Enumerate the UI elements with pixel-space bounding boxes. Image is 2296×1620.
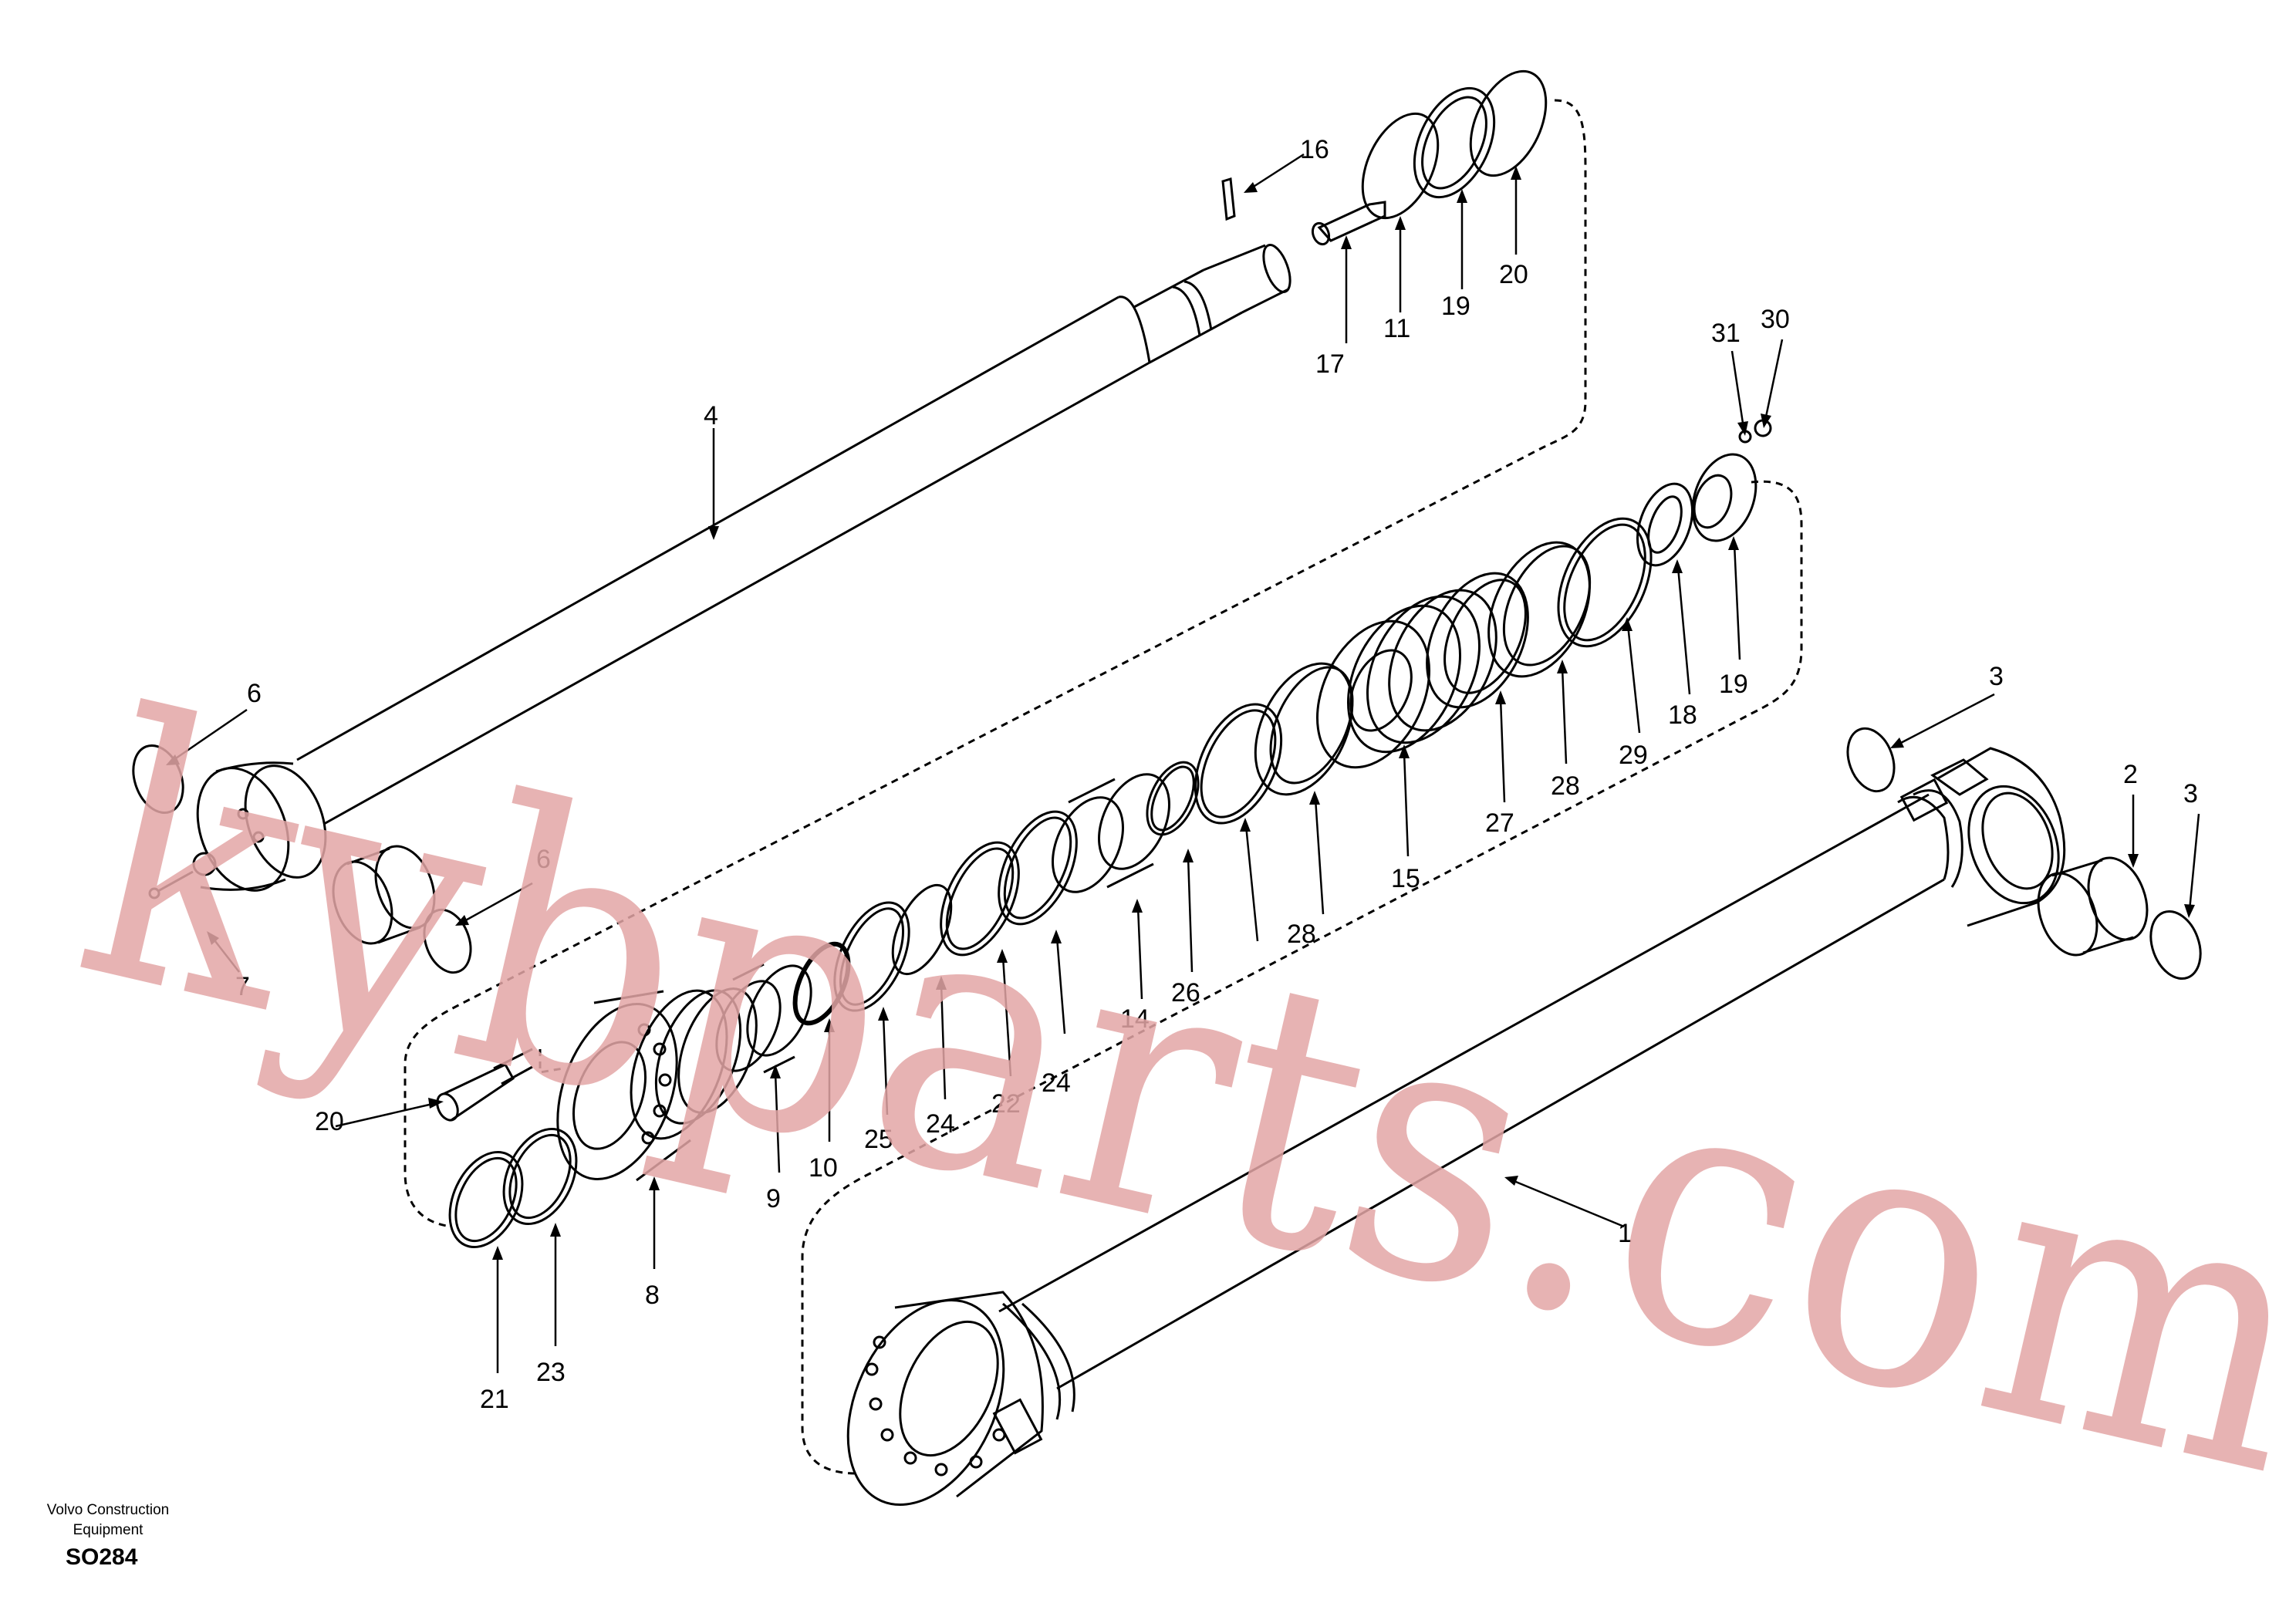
- drawing-code: SO284: [66, 1544, 138, 1570]
- rod-eye-bushing: [332, 845, 436, 945]
- part-label-15: 19: [1719, 670, 1748, 699]
- part-label-6-lower: 6: [536, 845, 551, 874]
- part-label-20: 20: [1499, 260, 1528, 289]
- company-line-2: Equipment: [73, 1522, 144, 1538]
- part-labels: 4 16 17 11 19 20 31 30 19 18 29 28 27 15…: [235, 135, 2198, 1414]
- ring-part-28-lower: [1254, 662, 1354, 796]
- part-label-4: 4: [704, 401, 718, 430]
- part-label-13: 15: [1391, 864, 1420, 893]
- ring-part-25: [833, 901, 910, 1012]
- part-label-3-right: 3: [2183, 779, 2198, 808]
- ring-part-3-right: [2149, 910, 2202, 980]
- ring-part-29: [1557, 517, 1653, 648]
- part-label-11: 11: [1383, 314, 1410, 343]
- part-label-21: 21: [480, 1385, 509, 1414]
- part-label-19: 19: [1441, 292, 1470, 321]
- assembly-guide-upper: [403, 99, 1587, 1228]
- nut-part-15: [1691, 453, 1757, 542]
- part-label-23: 22: [991, 1089, 1021, 1119]
- leader-lines: [173, 153, 2200, 1373]
- company-line-1: Volvo Construction: [46, 1502, 170, 1518]
- ring-part-27: [1426, 572, 1529, 709]
- ring-part-3-left: [1846, 727, 1896, 793]
- part-label-10: 10: [809, 1153, 838, 1183]
- ring-part-6-lower: [423, 908, 472, 974]
- part-label-2: 2: [2123, 760, 2138, 789]
- part-label-1: 1: [1618, 1219, 1633, 1248]
- ring-part-22: [502, 1127, 578, 1226]
- bolt-part-18: [436, 1048, 533, 1122]
- part-label-9: 9: [766, 1184, 781, 1213]
- ring-part-21: [448, 1150, 524, 1249]
- company-caption: Volvo Construction Equipment: [31, 1500, 185, 1541]
- washer-part-14-inner: [1647, 495, 1683, 554]
- part-label-14: 18: [1668, 700, 1697, 730]
- part-label-25: 25: [864, 1125, 893, 1154]
- part-label-24-b: 24: [926, 1109, 955, 1139]
- part-label-7: 7: [235, 972, 250, 1001]
- ring-part-11: [1361, 112, 1440, 220]
- part-label-26: 26: [1171, 978, 1200, 1007]
- part-label-28-lower: 28: [1287, 920, 1316, 949]
- part-label-12: 14: [1120, 1004, 1150, 1034]
- cylinder-tube-part-1: [846, 747, 2066, 1506]
- part-label-8: 8: [645, 1281, 660, 1310]
- piston-rod: [148, 244, 1292, 899]
- ring-part-6-upper: [132, 744, 184, 815]
- part-label-29: 29: [1619, 741, 1648, 770]
- part-label-18: 20: [315, 1107, 344, 1136]
- ring-part-23: [940, 841, 1020, 957]
- ring-part-19-inner: [1421, 96, 1487, 190]
- part-label-6-upper: 6: [247, 679, 262, 708]
- part-label-24-a: 24: [1042, 1068, 1071, 1098]
- part-label-27: 27: [1485, 808, 1514, 838]
- piston-part-13: [1315, 589, 1497, 769]
- pin-part-16: [1221, 177, 1236, 221]
- ring-part-28-seal: [1194, 703, 1283, 825]
- part-label-16: 16: [1300, 135, 1329, 164]
- part-label-31: 31: [1711, 319, 1741, 348]
- ring-part-19: [1413, 86, 1496, 199]
- rod-cover-part-8: [556, 987, 758, 1182]
- ring-part-20: [1469, 69, 1548, 177]
- ring-part-26: [1146, 761, 1200, 836]
- pin-part-17: [1311, 201, 1386, 246]
- part-label-22: 23: [536, 1358, 566, 1387]
- assembly-guide-bolt: [539, 1049, 564, 1074]
- arrowheads: [166, 166, 2195, 1260]
- part-label-28-upper: 28: [1551, 771, 1580, 801]
- bushing-part-2: [2037, 856, 2149, 957]
- part-label-17: 17: [1315, 349, 1345, 379]
- part-label-30: 30: [1761, 305, 1790, 334]
- watermark: kybparts.com: [50, 636, 2296, 1556]
- part-label-3-left: 3: [1989, 662, 2004, 691]
- bushing-part-12: [1052, 773, 1170, 893]
